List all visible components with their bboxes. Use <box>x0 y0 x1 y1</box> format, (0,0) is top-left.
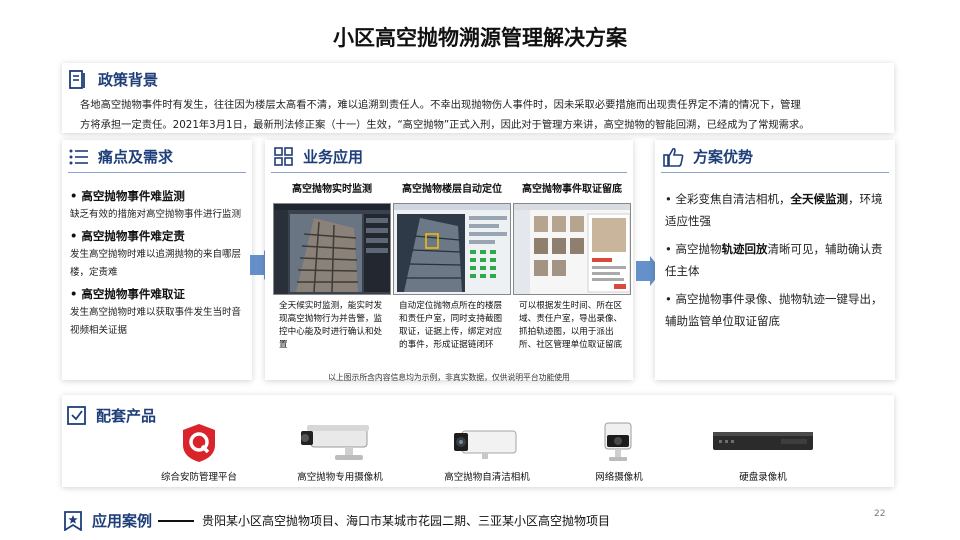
advantages-list: • 全彩变焦自清洁相机，全天候监测，环境适应性强 • 高空抛物轨迹回放清晰可见，… <box>665 188 889 338</box>
business-col-evidence: 高空抛物事件取证留底 可以根据发生时间、所在区域、责任户室，导出录像、抓拍轨迹图… <box>513 180 631 352</box>
page-number: 22 <box>874 509 886 519</box>
pain-header: 痛点及需求 <box>68 146 173 167</box>
products-heading: 配套产品 <box>96 407 157 425</box>
advantage-highlight: 轨迹回放 <box>721 242 768 256</box>
cases-header: 应用案例 <box>62 510 152 531</box>
list-item: 高空抛物事件难定责 发生高空抛物时难以追溯抛物的来自哪层楼，定责难 <box>70 228 248 282</box>
network-camera-icon <box>574 421 664 465</box>
pain-item-desc: 发生高空抛物时难以获取事件发生当时音视频相关证据 <box>70 307 242 336</box>
product-bullet-camera: 高空抛物专用摄像机 <box>284 421 396 483</box>
thumbs-up-icon <box>663 147 685 167</box>
business-col-monitor: 高空抛物实时监测 全天候实时监测，能实时发现高空抛物行为并告警，监控中心能及时进… <box>273 180 391 352</box>
list-item: 高空抛物事件难取证 发生高空抛物时难以获取事件发生当时音视频相关证据 <box>70 286 248 340</box>
business-col-title: 高空抛物实时监测 <box>292 184 372 195</box>
evidence-screenshot <box>513 203 631 295</box>
checkbox-icon <box>66 405 88 426</box>
business-col-desc: 可以根据发生时间、所在区域、责任户室，导出录像、抓拍轨迹图，以用于派出所、社区管… <box>519 301 623 350</box>
advantages-panel: 方案优势 • 全彩变焦自清洁相机，全天候监测，环境适应性强 • 高空抛物轨迹回放… <box>655 140 895 380</box>
pain-heading: 痛点及需求 <box>98 148 174 166</box>
product-platform: 综合安防管理平台 <box>144 421 254 483</box>
policy-header: 政策背景 <box>68 69 158 90</box>
advantage-text: 高空抛物事件录像、抛物轨迹一键导出，辅助监管单位取证留底 <box>665 292 883 328</box>
advantage-text: 高空抛物 <box>675 242 722 256</box>
business-panel: 业务应用 高空抛物实时监测 全天候实时监测，能实时发现高空抛物行为 <box>265 140 633 382</box>
list-item: 高空抛物事件难监测 缺乏有效的措施对高空抛物事件进行监测 <box>70 188 248 224</box>
business-col-desc: 全天候实时监测，能实时发现高空抛物行为并告警，监控中心能及时进行确认和处置 <box>279 301 383 350</box>
product-label: 网络摄像机 <box>595 472 643 483</box>
nvr-icon <box>698 421 828 465</box>
product-label: 硬盘录像机 <box>739 472 787 483</box>
locate-screenshot <box>393 203 511 295</box>
product-nvr: 硬盘录像机 <box>698 421 828 483</box>
policy-body: 各地高空抛物事件时有发生，往往因为楼层太高看不清，难以追溯到责任人。不幸出现抛物… <box>80 95 888 135</box>
policy-panel: 政策背景 各地高空抛物事件时有发生，往往因为楼层太高看不清，难以追溯到责任人。不… <box>62 63 894 133</box>
products-panel: 配套产品 综合安防管理平台 高空抛物专用摄像机 高空抛物自清洁相机 网络摄像机 … <box>62 395 894 487</box>
product-label: 高空抛物专用摄像机 <box>297 472 383 483</box>
box-camera-icon <box>432 421 542 465</box>
advantages-heading: 方案优势 <box>693 148 754 166</box>
pain-points-panel: 痛点及需求 高空抛物事件难监测 缺乏有效的措施对高空抛物事件进行监测 高空抛物事… <box>62 140 252 380</box>
pain-list: 高空抛物事件难监测 缺乏有效的措施对高空抛物事件进行监测 高空抛物事件难定责 发… <box>70 188 248 344</box>
divider <box>271 172 627 173</box>
policy-line-2: 方将承担一定责任。2021年3月1日，最新刑法修正案（十一）生效，“高空抛物”正… <box>80 119 810 131</box>
product-label: 综合安防管理平台 <box>160 472 237 483</box>
divider <box>661 172 889 173</box>
business-col-title: 高空抛物事件取证留底 <box>522 184 622 195</box>
advantage-highlight: 全天候监测 <box>790 192 848 206</box>
list-icon <box>68 147 90 167</box>
pain-item-title: 高空抛物事件难取证 <box>70 286 248 302</box>
pain-item-title: 高空抛物事件难监测 <box>70 188 248 204</box>
cases-row: 应用案例 贵阳某小区高空抛物项目、海口市某城市花园二期、三亚某小区高空抛物项目 <box>62 510 610 531</box>
bullet-camera-icon <box>284 421 396 465</box>
advantage-text: 清晰可见，辅助确认责任主体 <box>665 242 883 278</box>
cases-text: 贵阳某小区高空抛物项目、海口市某城市花园二期、三亚某小区高空抛物项目 <box>202 514 611 528</box>
pain-item-title: 高空抛物事件难定责 <box>70 228 248 244</box>
bookmark-star-icon <box>62 510 84 531</box>
platform-logo-icon <box>144 421 254 465</box>
list-item: • 高空抛物轨迹回放清晰可见，辅助确认责任主体 <box>665 242 883 278</box>
business-col-title: 高空抛物楼层自动定位 <box>402 184 502 195</box>
page-title: 小区高空抛物溯源管理解决方案 <box>333 26 627 50</box>
divider <box>158 519 195 522</box>
cases-heading: 应用案例 <box>92 512 153 530</box>
advantage-text: 全彩变焦自清洁相机， <box>675 192 791 206</box>
monitor-screenshot <box>273 203 391 295</box>
pain-item-desc: 缺乏有效的措施对高空抛物事件进行监测 <box>70 209 242 220</box>
divider <box>68 172 246 173</box>
products-header: 配套产品 <box>66 405 156 426</box>
business-header: 业务应用 <box>273 146 363 167</box>
list-item: • 全彩变焦自清洁相机，全天候监测，环境适应性强 <box>665 192 883 228</box>
policy-line-1: 各地高空抛物事件时有发生，往往因为楼层太高看不清，难以追溯到责任人。不幸出现抛物… <box>80 99 801 111</box>
product-network-camera: 网络摄像机 <box>574 421 664 483</box>
advantages-header: 方案优势 <box>663 146 753 167</box>
business-footnote: 以上图示所含内容信息均为示例，非真实数据，仅供说明平台功能使用 <box>328 373 570 382</box>
business-heading: 业务应用 <box>303 148 364 166</box>
business-col-desc: 自动定位抛物点所在的楼层和责任户室，同时支持截图取证，证据上传，绑定对应的事件，… <box>399 301 503 350</box>
pain-item-desc: 发生高空抛物时难以追溯抛物的来自哪层楼，定责难 <box>70 249 242 278</box>
advantage-text: ，环境适应性强 <box>665 192 883 228</box>
list-item: • 高空抛物事件录像、抛物轨迹一键导出，辅助监管单位取证留底 <box>665 292 883 328</box>
document-icon <box>68 69 90 90</box>
product-box-camera: 高空抛物自清洁相机 <box>432 421 542 483</box>
policy-heading: 政策背景 <box>98 71 159 89</box>
product-label: 高空抛物自清洁相机 <box>444 472 530 483</box>
grid-icon <box>273 146 295 167</box>
business-col-locate: 高空抛物楼层自动定位 自动定位抛物点所在的楼层和责任户室，同时支持截图取证，证据… <box>393 180 511 352</box>
